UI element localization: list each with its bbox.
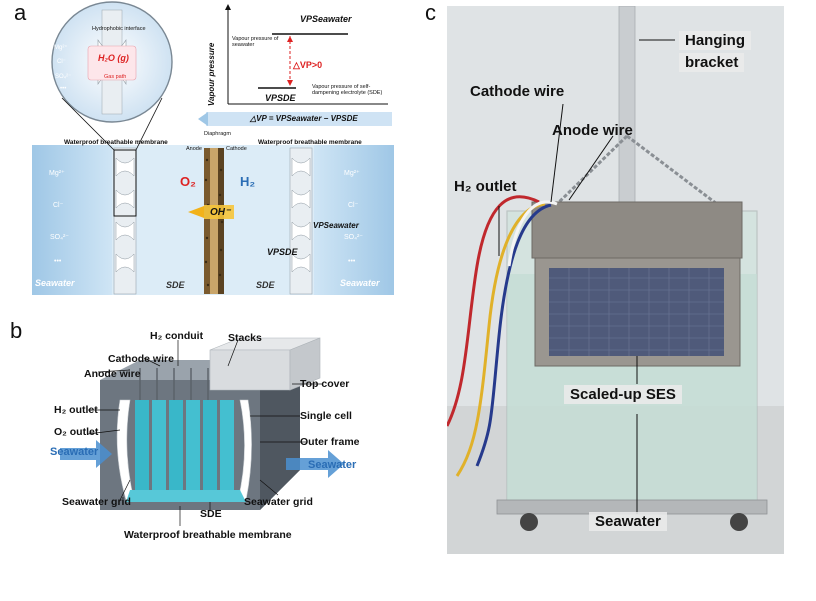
cathode-label: Cathode	[226, 146, 247, 152]
stacks	[139, 368, 209, 400]
ses-mesh-grid	[549, 268, 724, 356]
b-stacks: Stacks	[228, 332, 262, 344]
panel-a-diagram	[32, 1, 394, 295]
panel-c-scene	[447, 6, 784, 554]
c-seawater: Seawater	[589, 512, 667, 531]
leader-lines	[87, 339, 322, 526]
c-scaled-up-ses: Scaled-up SES	[564, 385, 682, 404]
ion-left-dots: •••	[54, 258, 62, 265]
b-top-cover: Top cover	[300, 378, 350, 390]
membrane-left	[113, 147, 137, 295]
delta-vp-label: △VP>0	[293, 60, 323, 70]
white-tube	[507, 200, 558, 267]
c-anode-wire: Anode wire	[552, 122, 633, 139]
panel-letter-a: a	[14, 0, 27, 25]
anode-label: Anode	[186, 146, 202, 152]
cathode-electrode	[218, 148, 224, 294]
sde-right-label: SDE	[256, 280, 275, 290]
b-seawater-grid-right: Seawater grid	[244, 496, 313, 508]
inset-vapour-label: H₂O (g)	[98, 53, 129, 63]
single-cells	[135, 400, 234, 490]
chain-right	[626, 134, 718, 206]
h2-label: H₂	[240, 174, 256, 189]
seawater-right-label: Seawater	[340, 278, 380, 288]
yellow-tube	[455, 202, 546, 477]
inset-ion-so4: SO₄²⁻	[55, 74, 72, 80]
inset-ion-cl: Cl⁻	[57, 59, 66, 65]
c-hanging-bracket-1: Hanging	[679, 31, 751, 50]
b-seawater-left: Seawater	[50, 446, 99, 458]
sde-floor	[126, 490, 246, 502]
membrane-right-label: Waterproof breathable membrane	[258, 139, 362, 146]
inset-interface-label: Hydrophobic interface	[92, 26, 146, 32]
c-cathode-wire: Cathode wire	[470, 83, 565, 100]
vp-ylabel-wrap: Vapour pressure	[207, 10, 221, 106]
ion-left-mg: Mg²⁺	[49, 170, 65, 177]
vp-seawater-desc: Vapour pressure of seawater	[232, 36, 279, 48]
ion-right-mg: Mg²⁺	[344, 170, 360, 177]
blue-tube	[475, 203, 552, 467]
vp-ylabel: Vapour pressure	[207, 42, 216, 106]
oh-arrow	[188, 206, 204, 218]
b-anode-wire: Anode wire	[84, 368, 141, 380]
vp-sde-cell-label: VPSDE	[267, 247, 298, 257]
b-h2-outlet: H₂ outlet	[54, 404, 98, 416]
b-single-cell: Single cell	[300, 410, 352, 422]
panel-letter-c: c	[425, 0, 436, 25]
vp-seawater-tag: VPSeawater	[300, 14, 352, 24]
vp-graph-area	[206, 6, 392, 118]
seawater-arrow-right	[286, 450, 344, 478]
oh-label: OH⁻	[210, 207, 231, 218]
diaphragm-label: Diaphragm	[204, 131, 231, 137]
inset-circle	[51, 1, 173, 123]
inset-ion-mg: Mg²⁺	[54, 45, 68, 51]
b-h2-conduit: H₂ conduit	[150, 330, 204, 342]
membrane-right-b	[237, 399, 252, 501]
c-h2-outlet: H₂ outlet	[454, 178, 517, 195]
b-seawater-right: Seawater	[308, 459, 357, 471]
b-seawater-grid-left: Seawater grid	[62, 496, 131, 508]
b-membrane: Waterproof breathable membrane	[124, 529, 292, 541]
seawater-arrow-left	[60, 440, 112, 468]
ion-left-so4: SO₄²⁻	[50, 234, 69, 241]
vp-sde-tag: VPSDE	[265, 93, 296, 103]
panel-c-photo	[447, 6, 784, 554]
vp-equation: △VP = VPSeawater − VPSDE	[250, 114, 358, 123]
vp-sde-desc: Vapour pressure of self-dampening electr…	[312, 84, 383, 96]
b-sde: SDE	[200, 508, 222, 520]
c-hanging-bracket-2: bracket	[679, 53, 745, 72]
top-steel-box	[531, 201, 743, 259]
red-tube	[447, 195, 540, 427]
b-o2-outlet: O₂ outlet	[54, 426, 99, 438]
ion-right-cl: Cl⁻	[348, 202, 359, 209]
inset-gas-path-label: Gas path	[104, 74, 127, 80]
chain-left	[555, 134, 629, 206]
seawater-region-left	[32, 145, 112, 295]
panel-letter-b: b	[10, 318, 23, 343]
panel-b-device	[60, 337, 344, 526]
wheel-right	[730, 513, 748, 531]
membrane-left-label: Waterproof breathable membrane	[64, 139, 168, 146]
equation-band	[206, 112, 392, 126]
seawater-region-right	[314, 145, 394, 295]
b-cathode-wire: Cathode wire	[108, 353, 174, 365]
c-leader-lines	[498, 39, 675, 514]
wheel-left	[520, 513, 538, 531]
anode-electrode	[204, 148, 210, 294]
seawater-left-label: Seawater	[35, 278, 75, 288]
o2-label: O₂	[180, 174, 196, 189]
ses-mesh	[549, 268, 724, 356]
ion-left-cl: Cl⁻	[53, 202, 64, 209]
ion-right-dots: •••	[348, 258, 356, 265]
zoom-box	[113, 149, 137, 217]
b-outer-frame: Outer frame	[300, 436, 360, 448]
sde-left-label: SDE	[166, 280, 185, 290]
vp-seawater-cell-label: VPSeawater	[313, 221, 359, 230]
inset-ion-dots: •••	[60, 86, 67, 92]
diaphragm-plate	[210, 148, 218, 294]
ion-right-so4: SO₄²⁻	[344, 234, 363, 241]
membrane-right	[289, 147, 313, 295]
